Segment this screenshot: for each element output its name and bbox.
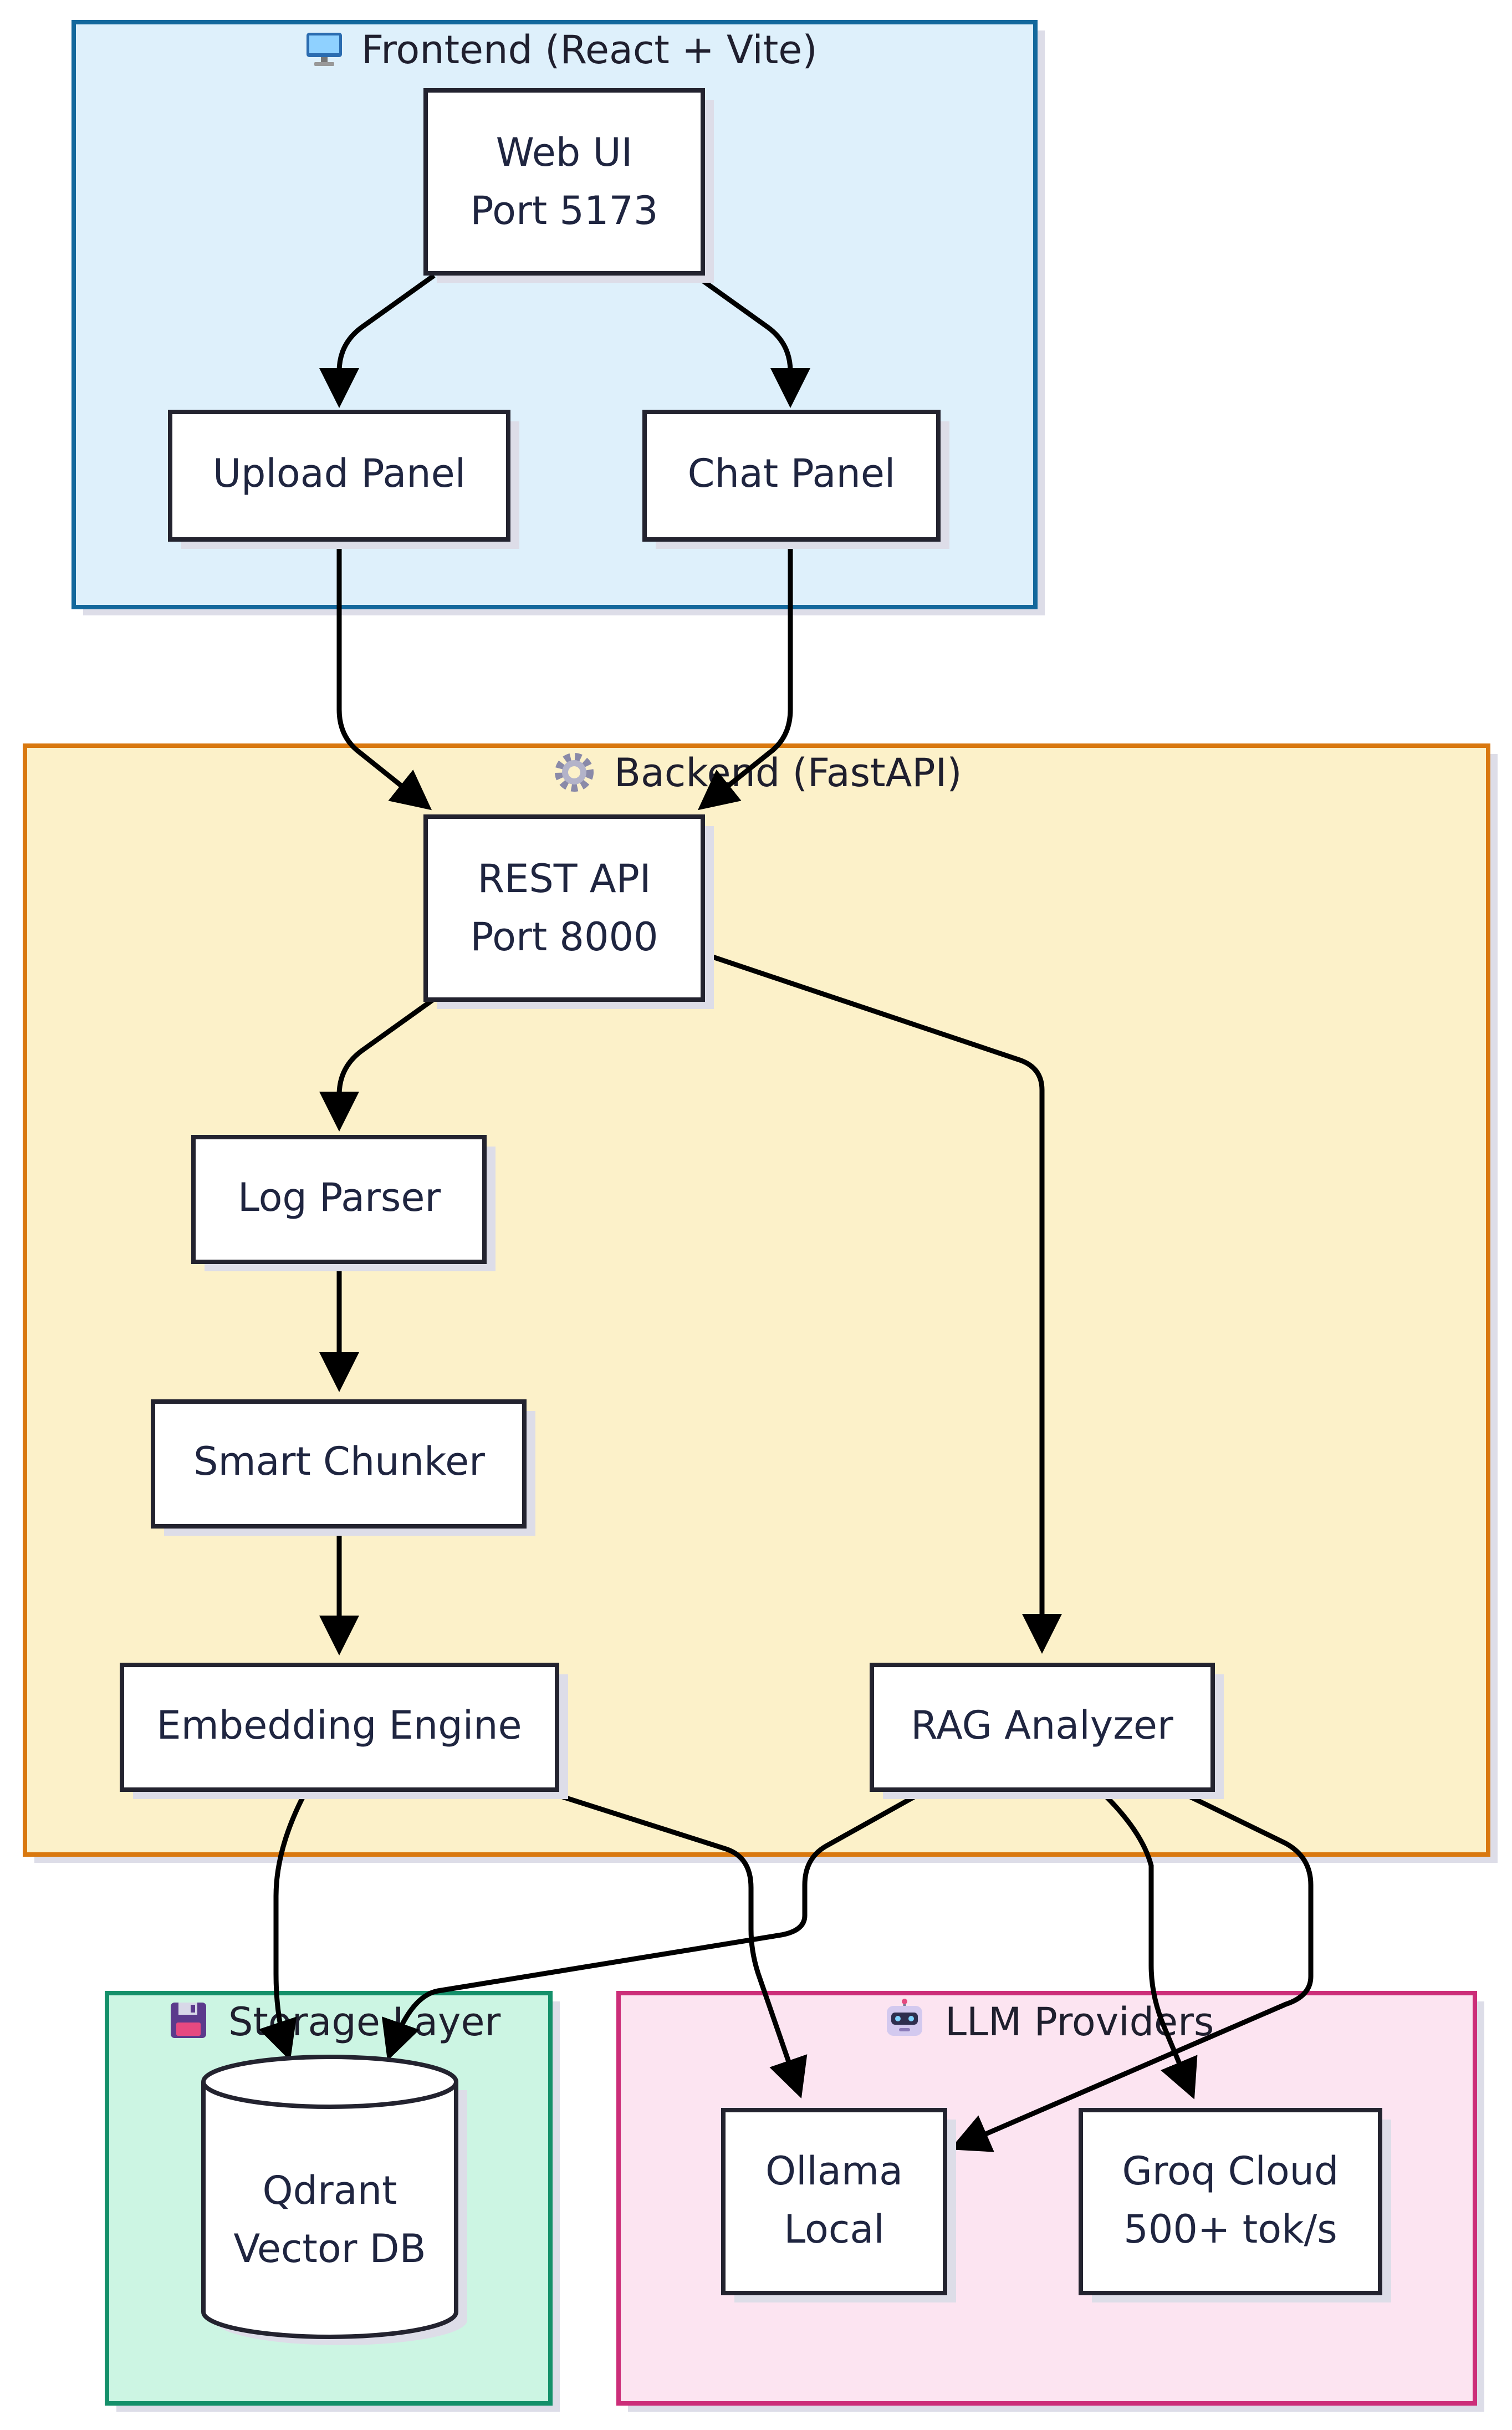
- edge-rag-ollama: [949, 1785, 1314, 2152]
- node-smart-chunker: Smart Chunker: [151, 1399, 535, 1536]
- groq-label-line2: 500+ tok/s: [1123, 2207, 1337, 2252]
- edge-webui-chat: [694, 273, 810, 408]
- rag-analyzer-label: RAG Analyzer: [911, 1703, 1173, 1748]
- node-qdrant-cylinder: Qdrant Vector DB: [201, 2055, 467, 2345]
- gear-icon: [555, 753, 594, 792]
- web-ui-label-line1: Web UI: [496, 130, 633, 175]
- edge-embedding-qdrant: [258, 1786, 310, 2061]
- desktop-computer-icon: [307, 33, 342, 66]
- groq-label-line1: Groq Cloud: [1122, 2148, 1339, 2194]
- log-parser-label: Log Parser: [238, 1175, 441, 1220]
- ollama-label-line1: Ollama: [765, 2148, 903, 2194]
- edge-rag-groq: [1095, 1786, 1198, 2100]
- backend-group: Backend (FastAPI): [23, 743, 1498, 1863]
- embedding-engine-label: Embedding Engine: [156, 1703, 522, 1748]
- frontend-group-label: Frontend (React + Vite): [361, 27, 818, 73]
- robot-icon: [887, 1999, 922, 2036]
- qdrant-label-line1: Qdrant: [262, 2168, 397, 2213]
- edge-embedding-ollama: [534, 1785, 808, 2099]
- storage-group-label: Storage Layer: [228, 1999, 501, 2045]
- edges: [258, 273, 1314, 2152]
- floppy-disk-icon: [171, 2003, 206, 2038]
- edge-rag-qdrant: [381, 1786, 932, 2061]
- rest-api-label-line2: Port 8000: [470, 914, 658, 960]
- edge-restapi-rag: [702, 951, 1062, 1654]
- ollama-label-line2: Local: [784, 2207, 884, 2252]
- node-chat-panel: Chat Panel: [642, 410, 949, 549]
- rest-api-label-line1: REST API: [477, 856, 651, 901]
- qdrant-label-line2: Vector DB: [233, 2226, 426, 2271]
- edge-restapi-logparser: [319, 997, 436, 1132]
- node-rest-api: REST API Port 8000: [423, 814, 714, 1009]
- edge-chat-restapi: [697, 539, 793, 811]
- llm-group-label: LLM Providers: [945, 1999, 1214, 2045]
- node-log-parser: Log Parser: [191, 1135, 496, 1271]
- web-ui-label-line2: Port 5173: [470, 188, 658, 233]
- node-upload-panel: Upload Panel: [168, 410, 519, 549]
- node-rag-analyzer: RAG Analyzer: [870, 1663, 1224, 1799]
- chat-panel-label: Chat Panel: [688, 451, 896, 496]
- node-groq-cloud: Groq Cloud 500+ tok/s: [1079, 2108, 1391, 2302]
- smart-chunker-label: Smart Chunker: [193, 1439, 485, 1484]
- edge-webui-upload: [319, 273, 436, 408]
- node-embedding-engine: Embedding Engine: [120, 1663, 568, 1799]
- upload-panel-label: Upload Panel: [213, 451, 466, 496]
- edge-upload-restapi: [336, 539, 432, 811]
- node-web-ui: Web UI Port 5173: [423, 88, 714, 283]
- node-ollama: Ollama Local: [721, 2108, 956, 2302]
- backend-group-label: Backend (FastAPI): [614, 750, 962, 796]
